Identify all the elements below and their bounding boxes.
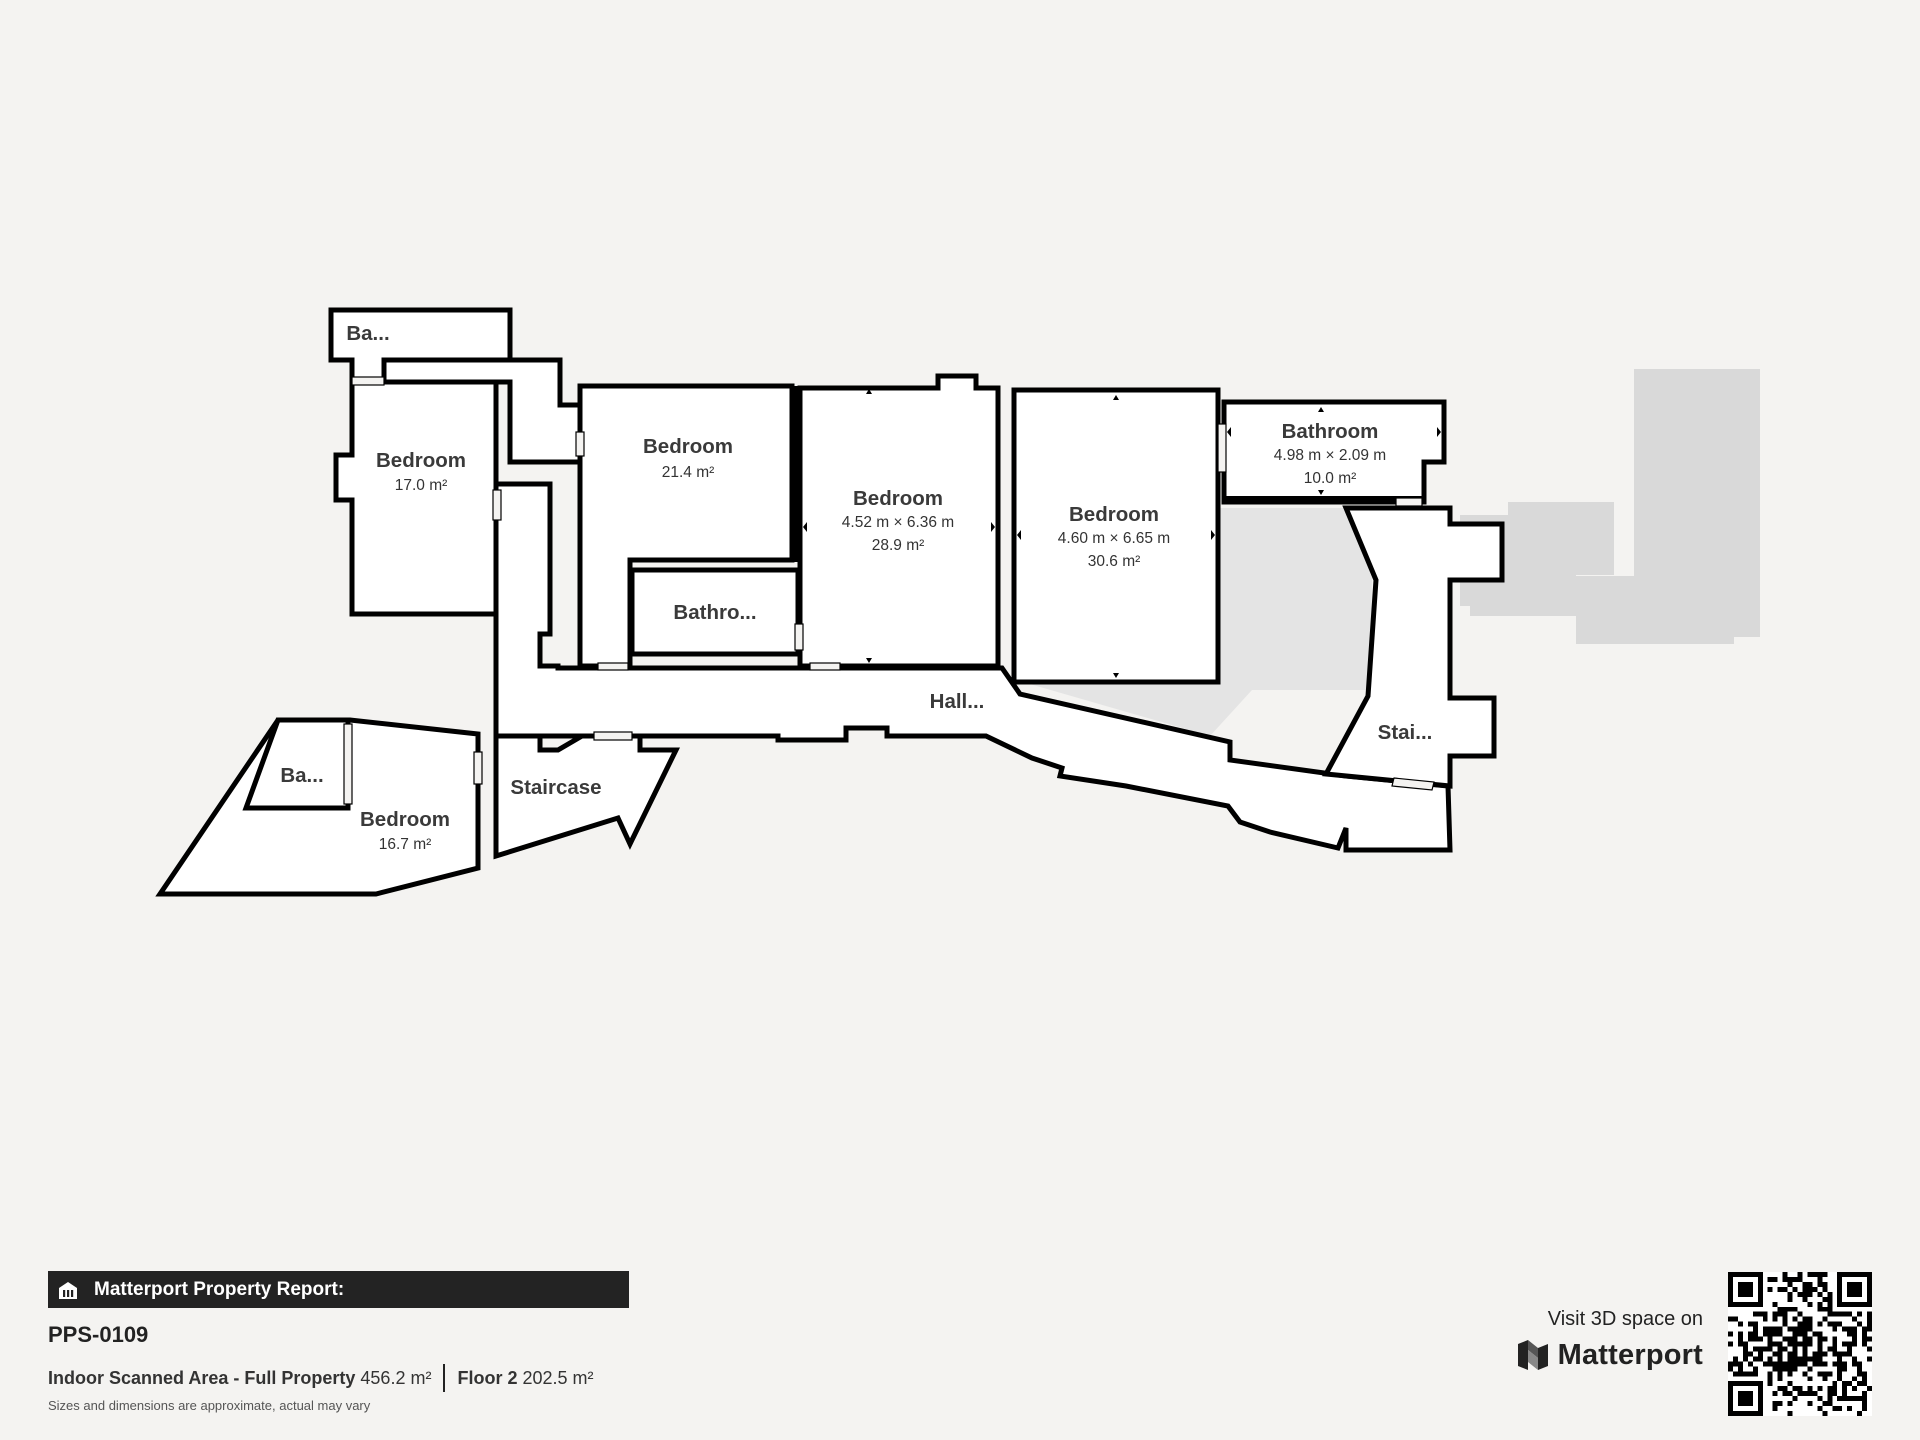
rooms	[155, 307, 1505, 897]
room-labels: Ba... Bedroom 17.0 m² Bedroom 21.4 m² Ba…	[280, 322, 1432, 853]
thick-walls	[793, 386, 1424, 562]
unscanned-area	[1016, 508, 1372, 736]
dims-bedroom-right: 4.60 m × 6.65 m	[1058, 530, 1170, 547]
report-title: Matterport Property Report:	[94, 1278, 345, 1300]
floor-area-value: 202.5 m²	[522, 1367, 594, 1388]
room-hall[interactable]	[493, 481, 1453, 853]
room-stairs-right[interactable]	[1322, 505, 1505, 789]
qr-code-image	[1728, 1272, 1872, 1416]
label-bath-bottom-left: Ba...	[280, 764, 323, 787]
room-bedroom-left[interactable]	[333, 379, 499, 617]
indoor-area-value: 456.2 m²	[360, 1367, 432, 1388]
disclaimer: Sizes and dimensions are approximate, ac…	[48, 1398, 371, 1413]
dimension-ticks	[803, 389, 1441, 678]
report-title-bar: Matterport Property Report:	[48, 1271, 629, 1308]
property-id: PPS-0109	[48, 1322, 149, 1347]
doors	[343, 376, 1435, 805]
building-icon	[59, 1281, 77, 1299]
label-bedroom-center: Bedroom	[853, 487, 943, 510]
matterport-name: Matterport	[1557, 1338, 1703, 1371]
area-bathroom-right: 10.0 m²	[1304, 470, 1357, 487]
room-staircase[interactable]	[493, 733, 681, 860]
area-bedroom-right: 30.6 m²	[1088, 553, 1141, 570]
area-summary: Indoor Scanned Area - Full Property 456.…	[48, 1364, 594, 1392]
matterport-brand[interactable]: Matterport	[1516, 1338, 1703, 1372]
label-staircase: Staircase	[510, 776, 601, 799]
room-bedroom-center-left[interactable]	[577, 383, 795, 669]
area-bedroom-center: 28.9 m²	[872, 537, 925, 554]
label-bedroom-bottom-left: Bedroom	[360, 808, 450, 831]
dims-bedroom-center: 4.52 m × 6.36 m	[842, 514, 954, 531]
separator	[443, 1364, 446, 1392]
label-bath-top-left: Ba...	[346, 322, 389, 345]
room-bath-bottom-left[interactable]	[242, 717, 351, 811]
label-bathroom-small: Bathro...	[673, 601, 756, 624]
floor-label: Floor 2	[457, 1367, 518, 1388]
area-bedroom-bottom-left: 16.7 m²	[379, 836, 432, 853]
label-hall: Hall...	[930, 690, 985, 713]
label-stairs-right: Stai...	[1378, 721, 1433, 744]
label-bedroom-left: Bedroom	[376, 449, 466, 472]
indoor-area-label: Indoor Scanned Area - Full Property	[48, 1367, 356, 1388]
room-bedroom-right[interactable]	[1011, 387, 1221, 685]
label-bathroom-right: Bathroom	[1282, 420, 1379, 443]
matterport-logo-icon	[1517, 1340, 1548, 1370]
other-floor-ghost	[1460, 369, 1760, 644]
dims-bathroom-right: 4.98 m × 2.09 m	[1274, 447, 1386, 464]
qr-code[interactable]	[1728, 1272, 1872, 1416]
area-bedroom-center-left: 21.4 m²	[662, 464, 715, 481]
label-bedroom-right: Bedroom	[1069, 503, 1159, 526]
visit-3d-text: Visit 3D space on	[1547, 1308, 1703, 1330]
area-bedroom-left: 17.0 m²	[395, 477, 448, 494]
label-bedroom-center-left: Bedroom	[643, 435, 733, 458]
room-bedroom-center[interactable]	[797, 373, 1001, 669]
